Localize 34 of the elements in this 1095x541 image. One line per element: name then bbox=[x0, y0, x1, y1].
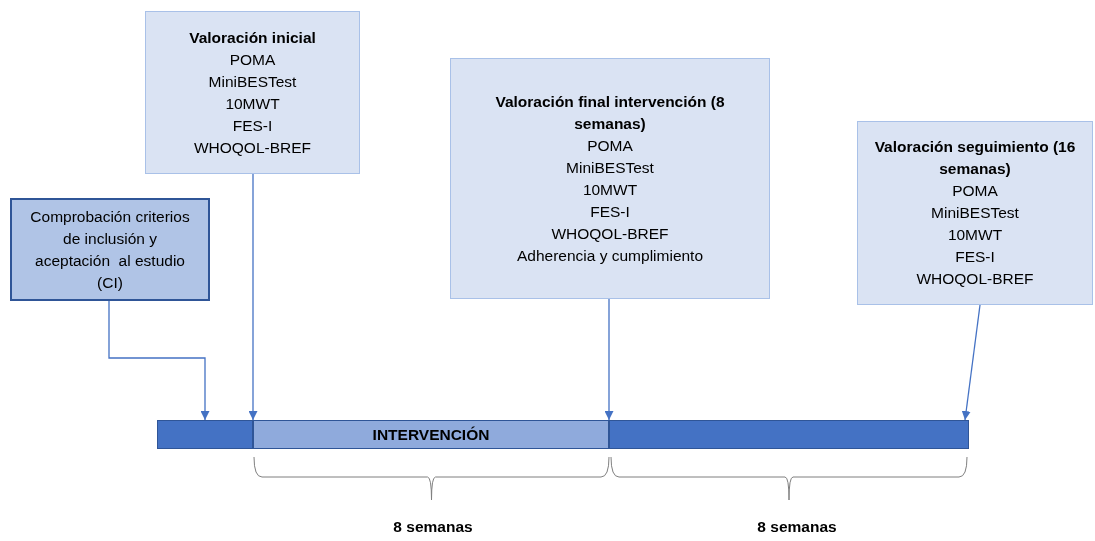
box-text: FES-I bbox=[955, 247, 995, 267]
box-text: WHOQOL-BREF bbox=[193, 137, 312, 158]
box-text: POMA bbox=[229, 49, 276, 70]
intervention-segment bbox=[253, 420, 609, 449]
box-heading: Valoración inicial bbox=[189, 27, 316, 48]
box-text: Adherencia y cumplimiento bbox=[516, 245, 704, 266]
criteria-box bbox=[10, 198, 210, 301]
assessment-box bbox=[857, 121, 1093, 305]
arrow bbox=[961, 304, 981, 421]
timeline-segment bbox=[609, 420, 969, 449]
box-text: Comprobación criterios de inclusión y aceptación al estudio (CI) bbox=[29, 206, 191, 293]
arrow bbox=[604, 298, 614, 421]
duration-label: 8 semanas bbox=[756, 518, 838, 536]
box-text: POMA bbox=[587, 135, 633, 156]
box-text: 10MWT bbox=[582, 179, 638, 200]
box-text: MiniBESTest bbox=[931, 203, 1019, 223]
bar-label: INTERVENCIÓN bbox=[372, 424, 490, 445]
box-text: MiniBESTest bbox=[566, 157, 654, 178]
box-text: POMA bbox=[952, 181, 998, 201]
box-text: WHOQOL-BREF bbox=[551, 223, 669, 244]
box-heading: Valoración final intervención (8 semanas) bbox=[494, 91, 726, 134]
box-text: FES-I bbox=[590, 201, 630, 222]
arrow bbox=[248, 173, 258, 421]
box-text: 10MWT bbox=[225, 93, 280, 114]
arrow bbox=[108, 300, 210, 421]
box-heading: Valoración seguimiento (16 semanas) bbox=[873, 137, 1077, 179]
box-text: FES-I bbox=[232, 115, 273, 136]
box-text: MiniBESTest bbox=[208, 71, 297, 92]
assessment-box bbox=[145, 11, 360, 174]
timeline-segment bbox=[157, 420, 253, 449]
box-text: 10MWT bbox=[947, 225, 1003, 245]
assessment-box bbox=[450, 58, 770, 299]
duration-label: 8 semanas bbox=[392, 518, 474, 536]
box-text: WHOQOL-BREF bbox=[916, 269, 1034, 289]
